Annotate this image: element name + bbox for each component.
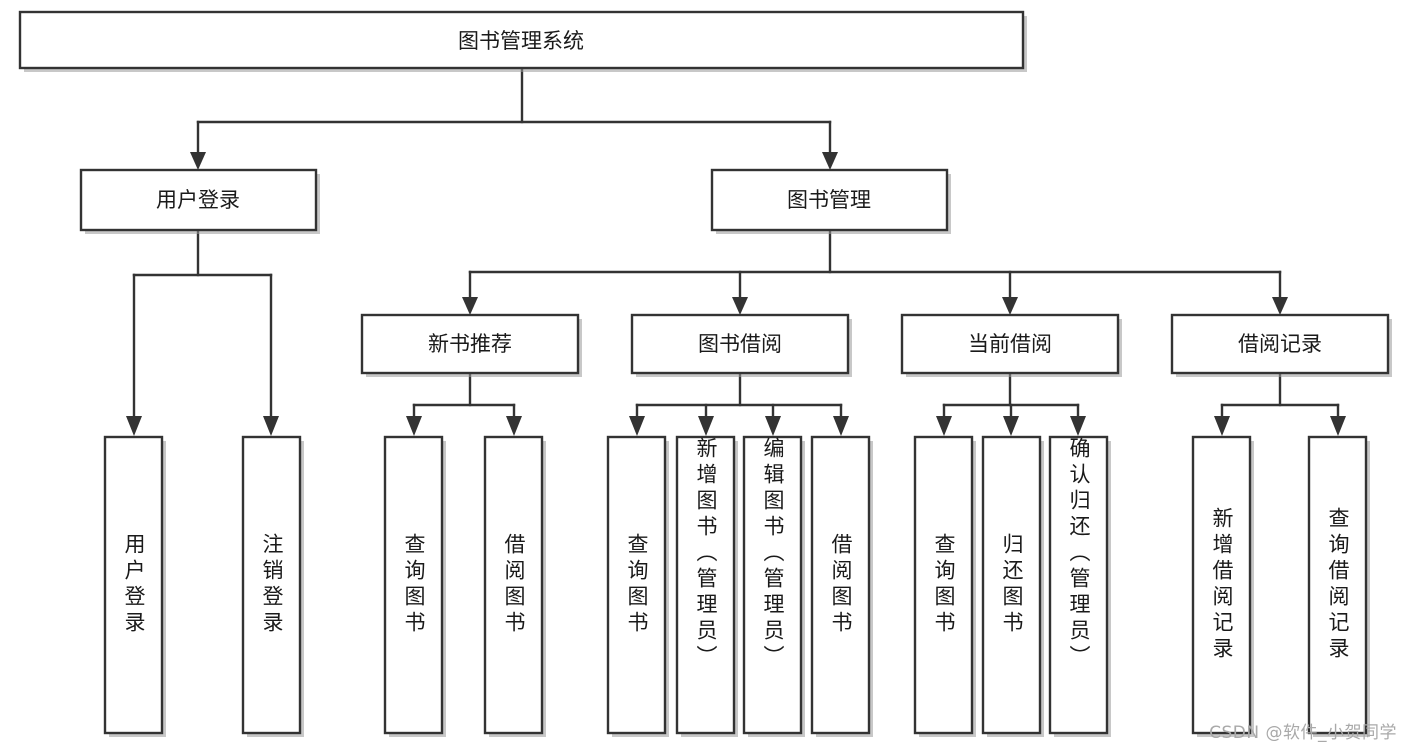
node-new-book-rec[interactable]: 新书推荐	[360, 313, 582, 377]
arrowhead-leaf-logout	[263, 416, 279, 436]
arrowhead-current-borrow	[1002, 297, 1018, 315]
arrowhead-book-borrow	[732, 297, 748, 315]
csdn-watermark: CSDN @软件_小贺同学	[1209, 723, 1397, 743]
arrowhead-user-login	[190, 152, 206, 170]
connector-layer	[126, 68, 1346, 436]
leaf-box-query-book-1[interactable]	[383, 435, 444, 735]
leaf-box-return-book[interactable]	[981, 435, 1042, 735]
arrowhead-leaf-query-book-3	[936, 416, 952, 436]
leaf-box-query-book-3[interactable]	[913, 435, 974, 735]
leaf-box-borrow-book-2[interactable]	[810, 435, 871, 735]
arrowhead-leaf-return-book	[1003, 416, 1019, 436]
leaf-box-logout[interactable]	[241, 435, 302, 735]
arrowhead-leaf-borrow-book-2	[833, 416, 849, 436]
leaf-box-confirm-return[interactable]	[1048, 435, 1109, 735]
arrowhead-leaf-query-book-2	[629, 416, 645, 436]
arrowhead-leaf-user-login	[126, 416, 142, 436]
arrowhead-leaf-query-book-1	[406, 416, 422, 436]
arrowhead-leaf-add-book	[698, 416, 714, 436]
node-new-book-rec-label: 新书推荐	[428, 332, 512, 356]
leaf-box-add-book[interactable]	[675, 435, 736, 735]
node-current-borrow-label: 当前借阅	[968, 332, 1052, 356]
leaf-box-edit-book[interactable]	[742, 435, 803, 735]
node-user-login-box	[79, 168, 318, 232]
node-book-borrow[interactable]: 图书借阅	[630, 313, 852, 377]
node-new-book-rec-box	[360, 313, 580, 375]
node-borrow-record-box	[1170, 313, 1390, 375]
node-root[interactable]: 图书管理系统	[18, 10, 1027, 72]
leaf-box-add-record[interactable]	[1191, 435, 1252, 735]
node-book-borrow-label: 图书借阅	[698, 332, 782, 356]
node-book-manage-label: 图书管理	[787, 188, 871, 212]
node-root-box	[18, 10, 1025, 70]
node-current-borrow-box	[900, 313, 1120, 375]
leaf-box-borrow-book-1[interactable]	[483, 435, 544, 735]
node-user-login-label: 用户登录	[156, 188, 240, 212]
node-book-borrow-box	[630, 313, 850, 375]
node-borrow-record[interactable]: 借阅记录	[1170, 313, 1392, 377]
leaf-box-query-book-2[interactable]	[606, 435, 667, 735]
node-book-manage-box	[710, 168, 949, 232]
arrowhead-leaf-borrow-book-1	[506, 416, 522, 436]
arrowhead-book-manage	[822, 152, 838, 170]
arrowhead-borrow-record	[1272, 297, 1288, 315]
arrowhead-leaf-confirm-return	[1070, 416, 1086, 436]
arrowhead-leaf-edit-book	[765, 416, 781, 436]
node-user-login[interactable]: 用户登录	[79, 168, 320, 234]
node-book-manage[interactable]: 图书管理	[710, 168, 951, 234]
node-root-label: 图书管理系统	[458, 29, 584, 53]
node-current-borrow[interactable]: 当前借阅	[900, 313, 1122, 377]
arrowhead-new-book-rec	[462, 297, 478, 315]
node-borrow-record-label: 借阅记录	[1238, 332, 1322, 356]
leaf-box-query-record[interactable]	[1307, 435, 1368, 735]
arrowhead-leaf-add-record	[1214, 416, 1230, 436]
leaf-box-layer	[103, 435, 1370, 737]
leaf-box-user-login[interactable]	[103, 435, 164, 735]
arrowhead-leaf-query-record	[1330, 416, 1346, 436]
